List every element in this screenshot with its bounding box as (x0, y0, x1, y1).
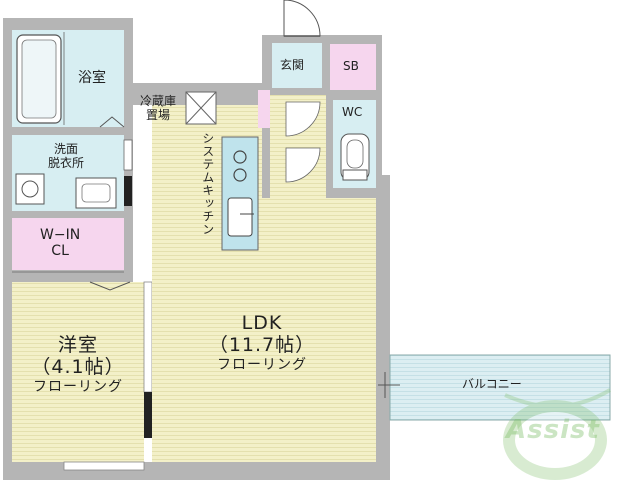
ldk-name: LDK (241, 312, 283, 334)
toilet-label: WC (342, 105, 363, 119)
ldk-size: （11.7帖） (208, 333, 316, 356)
fridge-space-label-line1: 冷蔵庫 (140, 94, 177, 108)
washroom-label-line1: 洗面 (54, 142, 79, 156)
ldk-floor (152, 105, 376, 462)
watermark-logo (503, 388, 612, 480)
vanity (75, 177, 117, 209)
washroom-label: 洗面 脱衣所 (48, 142, 85, 171)
entrance-floor (272, 43, 322, 88)
western-room-floor (12, 282, 144, 462)
bath-label: 浴室 (78, 70, 106, 86)
ldk-floor-type: フローリング (217, 356, 307, 373)
balcony-label: バルコニー (462, 377, 522, 391)
walkin-closet-label: W−IN CL (40, 227, 80, 259)
western-room-label: 洋室 （4.1帖） フローリング (14, 334, 142, 395)
watermark-text: Assist (506, 415, 600, 445)
wall-block-right (376, 175, 390, 465)
western-room-floor-type: フローリング (33, 378, 123, 395)
western-room-size: （4.1帖） (31, 355, 125, 378)
walkin-closet-floor (12, 218, 124, 270)
bathtub-inner (21, 39, 57, 119)
entrance-label: 玄関 (280, 58, 305, 72)
balcony-floor (389, 354, 611, 421)
storage-box (330, 44, 376, 90)
walkin-closet-label-line2: CL (51, 243, 69, 260)
western-room-name: 洋室 (57, 334, 98, 356)
washing-machine (15, 173, 45, 205)
fridge-space-label: 冷蔵庫 置場 (140, 94, 177, 123)
fridge-space-label-line2: 置場 (146, 107, 171, 122)
washroom-label-line2: 脱衣所 (48, 155, 85, 170)
wall-block-bottom (3, 462, 390, 480)
storage-box-label: SB (343, 59, 359, 73)
ldk-label: LDK （11.7帖） フローリング (192, 312, 332, 373)
walkin-closet-label-line1: W−IN (40, 227, 81, 243)
kitchen-label: システムキッチン (200, 132, 215, 236)
